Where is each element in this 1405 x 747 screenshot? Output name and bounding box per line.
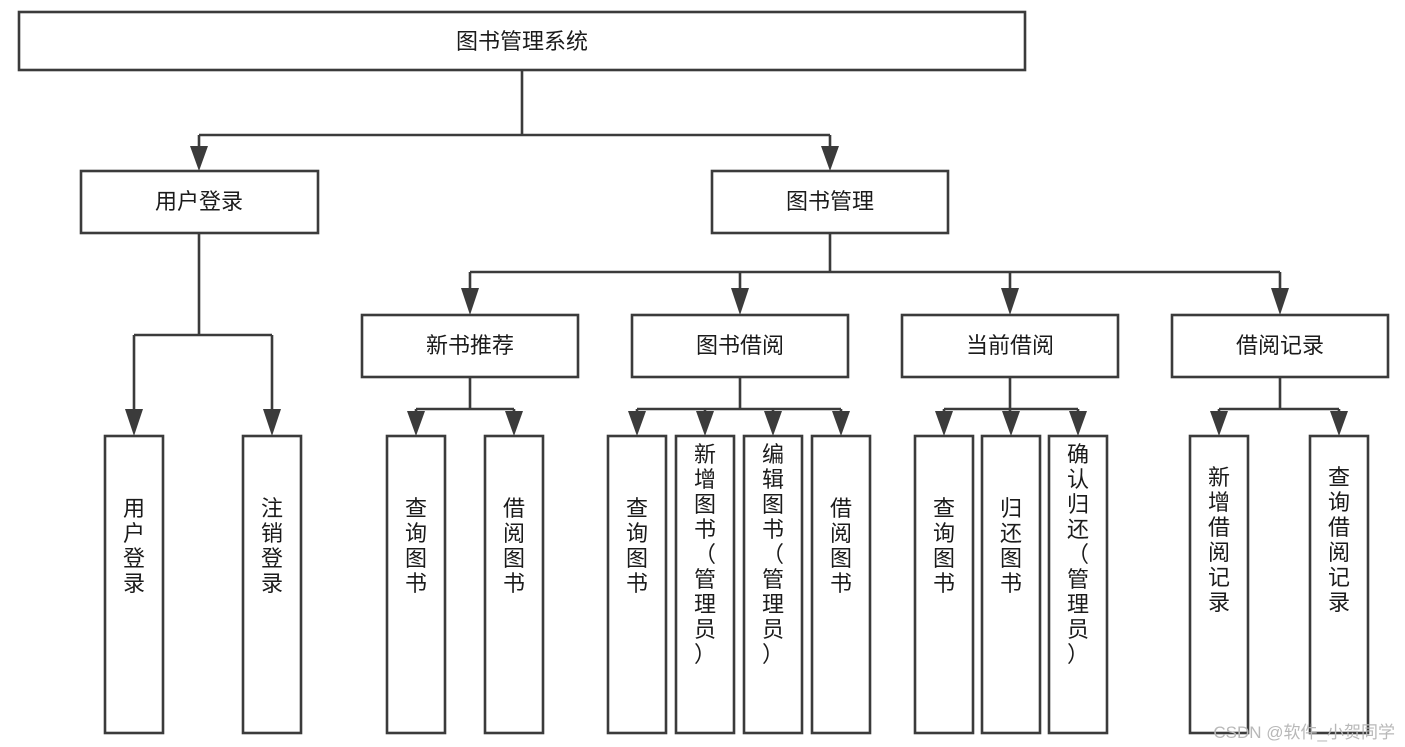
arrow-to-current-borrow (1001, 288, 1019, 315)
leaf-node[interactable]: 用户登录 (103, 434, 165, 735)
node-book-management-label: 图书管理 (786, 189, 874, 214)
leaf-edit-book-box[interactable] (742, 434, 804, 735)
leaf-node[interactable]: 新增图书（管理员） (674, 434, 736, 735)
node-book-borrow-label: 图书借阅 (696, 333, 784, 358)
leaf-node[interactable]: 查询图书 (385, 434, 447, 735)
node-root-label: 图书管理系统 (456, 29, 588, 54)
arrow-to-leaf-query-book-1 (407, 411, 425, 436)
edge-userlogin-trunk (132, 233, 274, 412)
node-user-login-label: 用户登录 (155, 189, 243, 214)
leaf-query-record-box[interactable] (1308, 434, 1370, 735)
leaf-node[interactable]: 查询图书 (913, 434, 975, 735)
node-book-borrow-box[interactable] (630, 313, 850, 379)
leaf-logout-box[interactable] (241, 434, 303, 735)
leaf-node[interactable]: 归还图书 (980, 434, 1042, 735)
leaf-user-login-label: 用户登录 (123, 496, 145, 596)
leaf-add-record-box[interactable] (1188, 434, 1250, 735)
leaf-add-book-label: 新增图书（管理员） (694, 442, 716, 667)
leaf-logout-label: 注销登录 (261, 496, 283, 596)
leaf-borrow-book-2-label: 借阅图书 (830, 496, 852, 596)
leaf-edit-book-label: 编辑图书（管理员） (762, 442, 784, 667)
node-borrow-record-label: 借阅记录 (1236, 333, 1324, 358)
node-current-borrow-label: 当前借阅 (966, 333, 1054, 358)
node-borrow-record[interactable]: 借阅记录 (1170, 313, 1390, 379)
leaf-borrow-book-2-box[interactable] (810, 434, 872, 735)
node-book-management[interactable]: 图书管理 (710, 169, 950, 235)
arrow-to-leaf-logout (263, 409, 281, 436)
node-new-book-recommend[interactable]: 新书推荐 (360, 313, 580, 379)
node-new-book-recommend-box[interactable] (360, 313, 580, 379)
arrow-to-book-borrow (731, 288, 749, 315)
leaf-user-login-box[interactable] (103, 434, 165, 735)
leaf-add-record-label: 新增借阅记录 (1208, 465, 1230, 615)
leaf-query-record-label: 查询借阅记录 (1328, 465, 1350, 615)
node-root-box[interactable] (17, 10, 1027, 72)
leaf-node[interactable]: 借阅图书 (810, 434, 872, 735)
leaf-node[interactable]: 新增借阅记录 (1188, 434, 1250, 735)
edge-borrowrecord-trunk (1217, 377, 1341, 414)
arrow-to-leaf-add-book (696, 411, 714, 436)
arrow-to-leaf-edit-book (764, 411, 782, 436)
csdn-watermark: CSDN @软件_小贺同学 (1213, 723, 1395, 742)
arrow-to-leaf-borrow-book-1 (505, 411, 523, 436)
leaf-borrow-book-1-label: 借阅图书 (503, 496, 525, 596)
edge-bookmgmt-trunk (468, 233, 1282, 292)
leaf-confirm-return-box[interactable] (1047, 434, 1109, 735)
leaf-node[interactable]: 注销登录 (241, 434, 303, 735)
edge-layer (125, 70, 1348, 436)
leaf-query-book-3-box[interactable] (913, 434, 975, 735)
edge-currentborrow-trunk (942, 377, 1080, 414)
node-borrow-record-box[interactable] (1170, 313, 1390, 379)
leaf-add-book-box[interactable] (674, 434, 736, 735)
arrow-to-leaf-query-book-3 (935, 411, 953, 436)
leaf-return-book-label: 归还图书 (1000, 496, 1022, 596)
leaf-query-book-1-box[interactable] (385, 434, 447, 735)
node-new-book-recommend-label: 新书推荐 (426, 333, 514, 358)
arrow-to-leaf-add-record (1210, 411, 1228, 436)
leaf-node[interactable]: 借阅图书 (483, 434, 545, 735)
leaf-node[interactable]: 确认归还（管理员） (1047, 434, 1109, 735)
arrow-to-book-management (821, 146, 839, 171)
leaf-query-book-2-label: 查询图书 (626, 496, 648, 596)
leaf-node[interactable]: 查询借阅记录 (1308, 434, 1370, 735)
arrow-to-user-login (190, 146, 208, 171)
node-book-borrow[interactable]: 图书借阅 (630, 313, 850, 379)
node-current-borrow[interactable]: 当前借阅 (900, 313, 1120, 379)
edge-root-trunk (197, 70, 832, 150)
arrow-to-leaf-confirm-return (1069, 411, 1087, 436)
leaf-node[interactable]: 查询图书 (606, 434, 668, 735)
node-user-login-box[interactable] (79, 169, 320, 235)
leaf-query-book-1-label: 查询图书 (405, 496, 427, 596)
leaf-node[interactable]: 编辑图书（管理员） (742, 434, 804, 735)
arrow-to-leaf-query-book-2 (628, 411, 646, 436)
node-current-borrow-box[interactable] (900, 313, 1120, 379)
arrow-to-leaf-user-login (125, 409, 143, 436)
arrow-to-leaf-query-record (1330, 411, 1348, 436)
node-root[interactable]: 图书管理系统 (17, 10, 1027, 72)
edge-newbook-trunk (414, 377, 516, 414)
node-user-login[interactable]: 用户登录 (79, 169, 320, 235)
leaf-return-book-box[interactable] (980, 434, 1042, 735)
arrow-to-leaf-borrow-book-2 (832, 411, 850, 436)
leaf-borrow-book-1-box[interactable] (483, 434, 545, 735)
leaf-query-book-3-label: 查询图书 (933, 496, 955, 596)
arrow-to-new-book-rec (461, 288, 479, 315)
arrow-to-leaf-return-book (1002, 411, 1020, 436)
leaf-query-book-2-box[interactable] (606, 434, 668, 735)
leaf-layer: 用户登录 注销登录 查询图书 借阅图书 查询图书 新增图书（管理员） (103, 434, 1370, 735)
edge-bookborrow-trunk (635, 377, 843, 414)
leaf-confirm-return-label: 确认归还（管理员） (1067, 442, 1089, 667)
node-book-management-box[interactable] (710, 169, 950, 235)
arrow-to-borrow-record (1271, 288, 1289, 315)
